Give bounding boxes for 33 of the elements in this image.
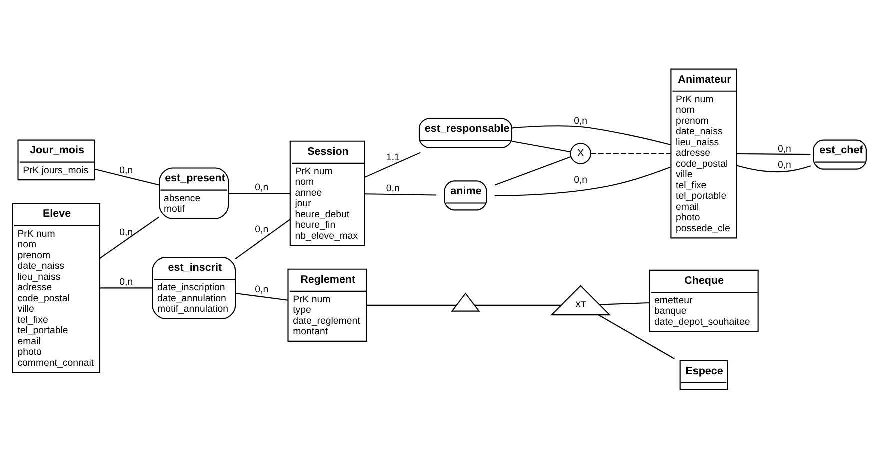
connector: [100, 287, 153, 288]
connector: [736, 164, 812, 172]
edge-label: 0,n: [255, 284, 269, 296]
edge-label: 0,n: [255, 224, 269, 235]
edge-label: 0,n: [778, 143, 792, 154]
connector: [228, 192, 290, 194]
connector: [600, 302, 650, 305]
edge-label: 0,n: [255, 182, 269, 194]
connector: [591, 152, 671, 154]
edge-label: 0,n: [120, 227, 134, 238]
connector: [494, 166, 671, 196]
node-triangle: [451, 292, 480, 312]
edge-label: 0,n: [574, 174, 588, 186]
connector: [494, 156, 572, 186]
connector: [236, 292, 288, 300]
connector: [364, 193, 437, 196]
connector: [366, 304, 457, 306]
edge-label: 0,n: [574, 115, 588, 126]
edge-label: 0,n: [778, 159, 792, 170]
connector: [512, 125, 672, 146]
connector: [736, 152, 811, 155]
connector: [235, 218, 291, 259]
connector: [474, 304, 562, 306]
connector: [364, 152, 421, 178]
edge-label: 0,n: [120, 276, 134, 288]
connector: [100, 216, 160, 258]
connector: [598, 314, 675, 359]
connector: [512, 140, 571, 152]
edge-label: 1,1: [386, 152, 400, 163]
edge-label: 0,n: [120, 164, 134, 176]
connector: [94, 168, 160, 186]
edge-label: 0,n: [386, 183, 400, 194]
node-circle: X: [570, 142, 592, 164]
